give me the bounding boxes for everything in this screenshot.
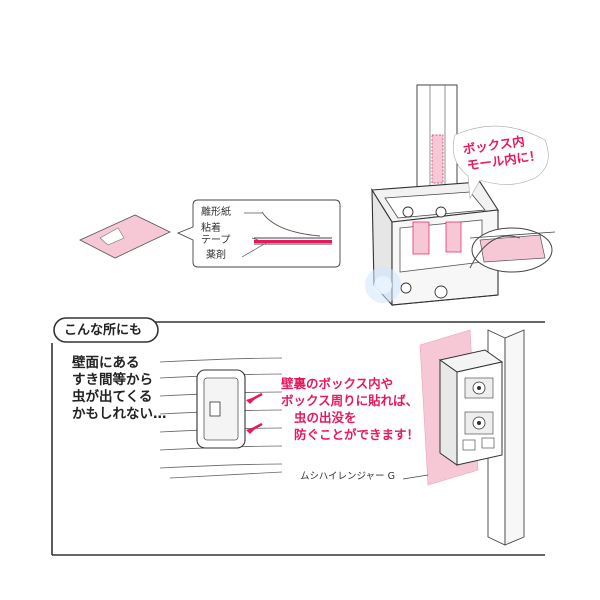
bottom-panel-frame (51, 321, 545, 556)
magnifier-lens (469, 227, 556, 273)
insect-entry-glow (365, 267, 401, 303)
pink-note-line4: 防ぐことができます！ (294, 427, 420, 442)
wall-switch-plate (196, 369, 246, 449)
molding-conduit (416, 84, 458, 201)
wall-note-line2: すき間等から (72, 372, 153, 388)
label-adhesive-tape-line2: テープ (201, 235, 231, 246)
label-agent: 薬剤 (206, 250, 226, 261)
pink-note-line1: 壁裏のボックス内や (281, 376, 394, 391)
callout-bubble-border (452, 125, 549, 199)
pink-arrow-markers (246, 392, 263, 434)
section-tag-label: こんな所にも (64, 323, 143, 338)
product-leader-line (402, 474, 429, 480)
label-release-paper: 離形紙 (201, 207, 231, 218)
wall-note-line4: かもしれない… (72, 406, 167, 422)
wall-back-box (438, 349, 504, 466)
product-label: ムシハイレンジャー G (300, 471, 395, 482)
label-adhesive-tape-line1: 粘着 (201, 223, 221, 234)
electrical-box (371, 181, 499, 307)
wall-note-line1: 壁面にある (72, 355, 140, 371)
pink-note-line2: ボックス周りに貼れば、 (281, 393, 419, 408)
repellent-sheet (79, 214, 171, 259)
section-tag-shape (53, 317, 159, 343)
wall-note-line3: 虫が出てくる (72, 389, 153, 405)
layer-cross-section (241, 211, 332, 258)
pink-note-line3: 虫の出没を (294, 410, 357, 425)
layer-callout-bubble (176, 199, 341, 268)
